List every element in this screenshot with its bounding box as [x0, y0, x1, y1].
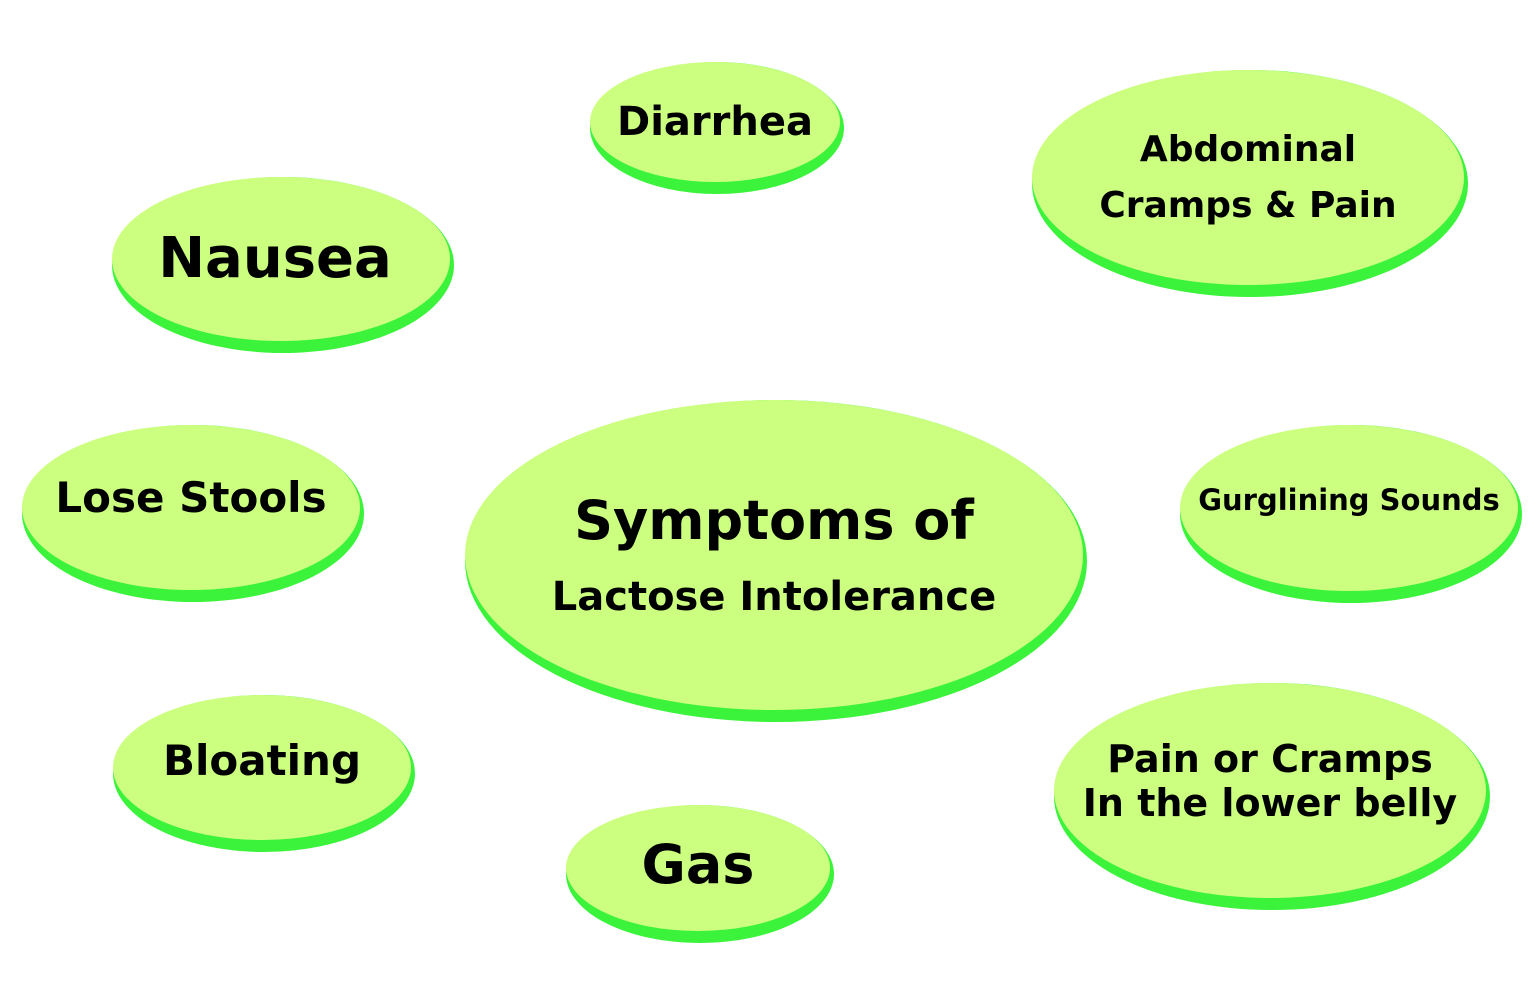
bubble-face: Pain or Cramps In the lower belly — [1054, 683, 1486, 898]
bubble-face: Bloating — [113, 695, 411, 840]
bubble-face: Gurglining Sounds — [1180, 425, 1518, 591]
bubble-face: Nausea — [112, 177, 450, 341]
symptom-label-lose-stools: Lose Stools — [55, 473, 327, 523]
symptom-bubble-lose-stools: Lose Stools — [22, 425, 364, 602]
bubble-face: Symptoms of Lactose Intolerance — [465, 400, 1083, 710]
symptom-bubble-bloating: Bloating — [113, 695, 415, 852]
symptom-bubble-nausea: Nausea — [112, 177, 454, 353]
symptom-bubble-abdominal-cramps: Abdominal Cramps & Pain — [1032, 70, 1468, 297]
bubble-face: Diarrhea — [590, 62, 840, 182]
symptom-bubble-diarrhea: Diarrhea — [590, 62, 844, 194]
symptom-bubble-gas: Gas — [566, 805, 834, 943]
bubble-face: Abdominal Cramps & Pain — [1032, 70, 1464, 285]
symptom-label-abdominal-line2: Cramps & Pain — [1099, 184, 1397, 226]
symptom-label-bloating: Bloating — [162, 736, 362, 786]
central-topic-line1: Symptoms of — [574, 488, 974, 552]
bubble-face: Lose Stools — [22, 425, 360, 590]
symptom-label-lower-belly-line2: In the lower belly — [1082, 780, 1458, 825]
symptom-label-lower-belly-line1: Pain or Cramps — [1107, 736, 1433, 781]
symptom-bubble-lower-belly-pain: Pain or Cramps In the lower belly — [1054, 683, 1490, 910]
central-topic-bubble: Symptoms of Lactose Intolerance — [465, 400, 1087, 722]
symptom-label-abdominal-line1: Abdominal — [1139, 129, 1357, 171]
symptom-label-diarrhea: Diarrhea — [617, 99, 813, 145]
central-topic-line2: Lactose Intolerance — [551, 574, 997, 621]
symptom-label-gurgling-sounds: Gurglining Sounds — [1198, 483, 1500, 518]
symptom-label-gas: Gas — [641, 832, 755, 896]
symptom-bubble-gurgling-sounds: Gurglining Sounds — [1180, 425, 1522, 603]
bubble-face: Gas — [566, 805, 830, 931]
symptom-label-nausea: Nausea — [158, 225, 392, 291]
